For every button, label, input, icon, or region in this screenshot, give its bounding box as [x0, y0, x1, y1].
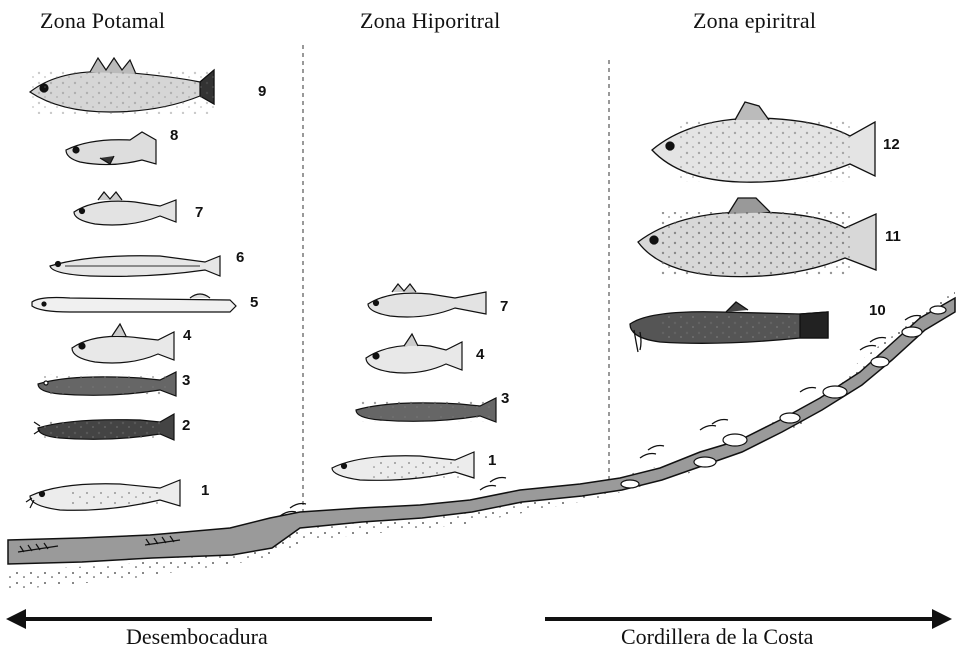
fish-number-epiritral-10: 10: [869, 302, 886, 319]
fish-number-hiporitral-3: 3: [501, 390, 509, 407]
fish-number-potamal-1: 1: [201, 482, 209, 499]
fish-number-epiritral-12: 12: [883, 136, 900, 153]
fish-epiritral-11-trout: [638, 198, 876, 277]
label-cordillera-de-la-costa: Cordillera de la Costa: [621, 624, 813, 650]
fish-hiporitral-4: [366, 334, 462, 373]
fish-number-hiporitral-4: 4: [476, 346, 484, 363]
fish-potamal-7: [74, 192, 176, 225]
fish-number-potamal-5: 5: [250, 294, 258, 311]
fish-number-potamal-3: 3: [182, 372, 190, 389]
fish-epiritral-12-trout: [652, 102, 875, 182]
fish-potamal-5-lamprey: [32, 294, 236, 312]
fish-number-potamal-7: 7: [195, 204, 203, 221]
fish-hiporitral-1: [332, 452, 474, 480]
fish-potamal-2: [34, 414, 174, 440]
fish-number-epiritral-11: 11: [885, 228, 901, 245]
fish-potamal-9-bass: [30, 58, 215, 114]
fish-hiporitral-3: [356, 398, 496, 422]
fish-number-potamal-6: 6: [236, 249, 244, 266]
fish-number-potamal-4: 4: [183, 327, 191, 344]
fish-number-potamal-2: 2: [182, 417, 190, 434]
fish-epiritral-10-catfish: [630, 302, 828, 352]
label-desembocadura: Desembocadura: [126, 624, 268, 650]
fish-potamal-6: [50, 256, 220, 277]
fish-hiporitral-7: [368, 284, 486, 317]
fish-number-hiporitral-1: 1: [488, 452, 496, 469]
fish-number-potamal-9: 9: [258, 83, 266, 100]
fish-potamal-3: [38, 372, 176, 396]
fish-number-potamal-8: 8: [170, 127, 178, 144]
fish-number-hiporitral-7: 7: [500, 298, 508, 315]
fish-potamal-1: [26, 480, 180, 510]
fish-potamal-8: [66, 132, 156, 165]
fish-potamal-4: [72, 324, 174, 363]
